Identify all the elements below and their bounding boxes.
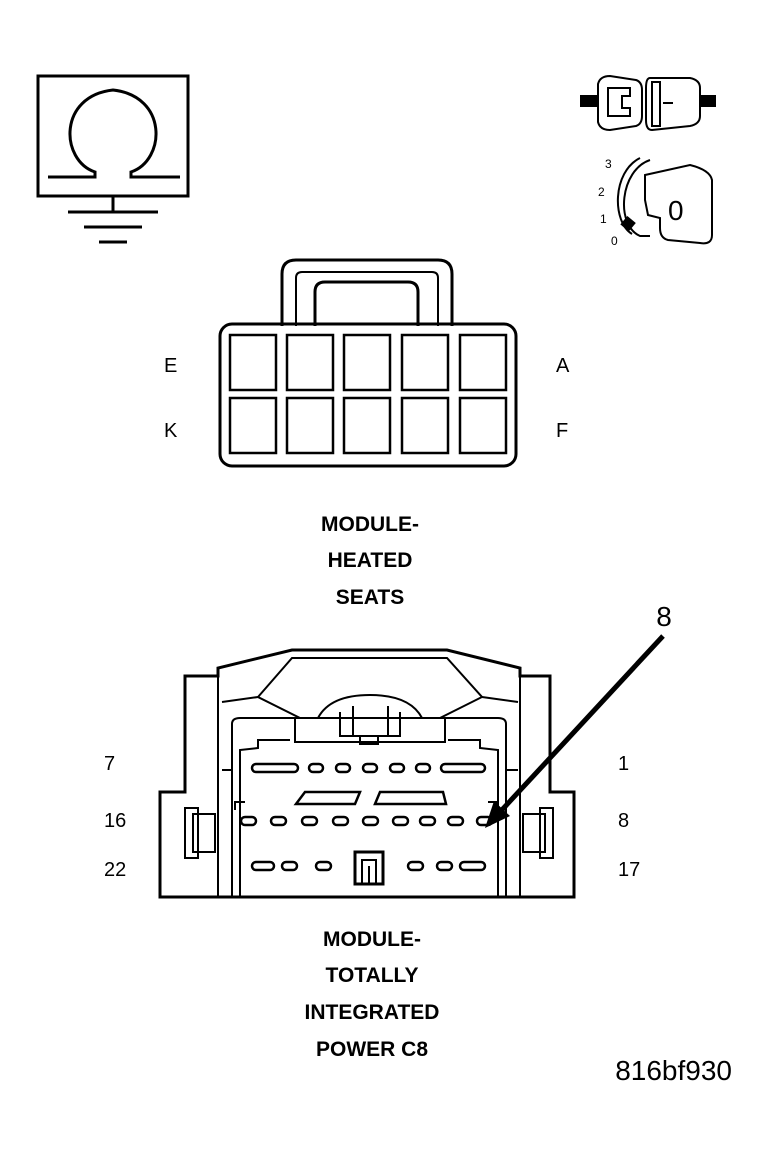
cavity xyxy=(269,815,288,827)
cavity xyxy=(414,762,432,774)
side-latch-right xyxy=(522,807,554,859)
heated-seats-title-line-2: HEATED xyxy=(328,549,413,572)
cavity xyxy=(239,815,258,827)
pin-label-e: E xyxy=(164,355,177,377)
tipm-title-line-3: INTEGRATED xyxy=(305,1001,440,1024)
ignition-key-label: 0 xyxy=(668,195,684,226)
pin-label-16: 16 xyxy=(104,810,126,832)
cavity xyxy=(439,762,487,774)
pin-label-a: A xyxy=(556,355,570,377)
cavity xyxy=(458,396,508,455)
tipm-cavities-row-3 xyxy=(250,860,487,872)
cavity xyxy=(388,762,406,774)
heated-seats-title-line-3: SEATS xyxy=(336,586,404,609)
cavity xyxy=(285,333,335,392)
tipm-title-line-2: TOTALLY xyxy=(326,964,419,987)
tipm-center-key xyxy=(353,850,385,886)
cavity xyxy=(406,860,425,872)
connector-disconnect-icon xyxy=(580,74,716,132)
cavity xyxy=(307,762,325,774)
cavity xyxy=(342,396,392,455)
tipm-keying-ribs xyxy=(293,790,448,806)
heated-seats-connector xyxy=(218,258,518,468)
pin-label-k: K xyxy=(164,420,178,442)
pin-label-7: 7 xyxy=(104,753,115,775)
cavity xyxy=(361,815,380,827)
pin-label-22: 22 xyxy=(104,859,126,881)
cavity xyxy=(400,396,450,455)
heated-seats-cavities xyxy=(228,333,508,455)
figure-id: 816bf930 xyxy=(615,1055,732,1086)
cavity xyxy=(446,815,465,827)
tipm-cavities-row-2 xyxy=(239,815,494,827)
cavity xyxy=(458,333,508,392)
ignition-position-2: 2 xyxy=(598,185,605,199)
cavity xyxy=(391,815,410,827)
callout-arrow xyxy=(485,634,665,828)
tipm-title-line-4: POWER C8 xyxy=(316,1038,428,1061)
tipm-c8-connector xyxy=(158,648,576,899)
pin-label-f: F xyxy=(556,420,568,442)
heated-seats-title-line-1: MODULE- xyxy=(321,513,419,536)
tipm-title-line-1: MODULE- xyxy=(323,928,421,951)
cavity xyxy=(228,396,278,455)
pin-label-17: 17 xyxy=(618,859,640,881)
ohm-meter-ground-icon xyxy=(36,74,190,244)
ignition-position-0: 0 xyxy=(611,234,618,248)
tipm-cavities-row-1 xyxy=(250,762,487,774)
cavity xyxy=(458,860,487,872)
cavity xyxy=(331,815,350,827)
cavity xyxy=(280,860,299,872)
cavity xyxy=(334,762,352,774)
cavity xyxy=(435,860,454,872)
cavity xyxy=(250,860,276,872)
cavity xyxy=(400,333,450,392)
cavity xyxy=(300,815,319,827)
ignition-position-1: 1 xyxy=(600,212,607,226)
side-latch-left xyxy=(184,807,216,859)
pin-label-8: 8 xyxy=(618,810,629,832)
cavity xyxy=(314,860,333,872)
cavity xyxy=(361,762,379,774)
cavity xyxy=(342,333,392,392)
cavity xyxy=(250,762,300,774)
ignition-position-3: 3 xyxy=(605,157,612,171)
ignition-key-switch-icon: 3 2 1 0 0 xyxy=(598,157,713,248)
cavity xyxy=(418,815,437,827)
pin-label-1: 1 xyxy=(618,753,629,775)
callout-label: 8 xyxy=(656,601,672,632)
cavity xyxy=(285,396,335,455)
cavity xyxy=(228,333,278,392)
